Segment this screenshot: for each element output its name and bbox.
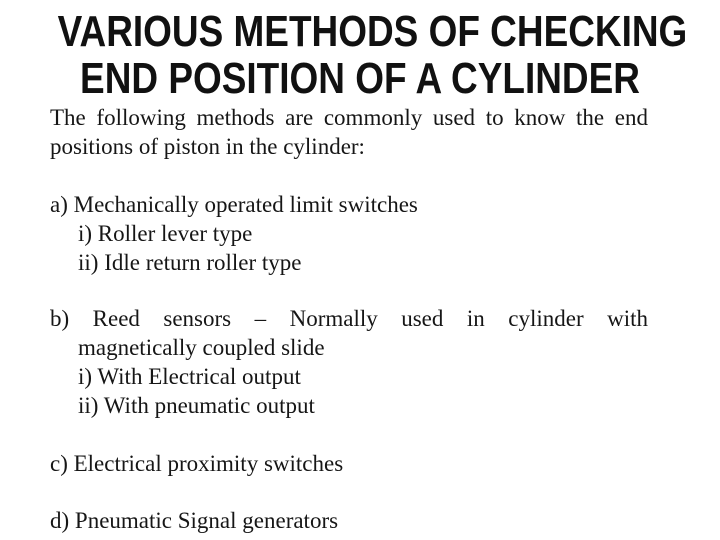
- section-d-heading: d) Pneumatic Signal generators: [50, 508, 339, 533]
- section-b-item-2: ii) With pneumatic output: [78, 393, 315, 418]
- section-b-heading-continuation: magnetically coupled slide: [78, 335, 325, 360]
- section-b-heading: b) Reed sensors – Normally used in cylin…: [50, 306, 648, 331]
- section-a-item-2: ii) Idle return roller type: [78, 250, 302, 275]
- intro-paragraph: The following methods are commonly used …: [50, 103, 648, 161]
- section-c: c) Electrical proximity switches: [50, 449, 648, 478]
- section-c-heading: c) Electrical proximity switches: [50, 451, 344, 476]
- section-d: d) Pneumatic Signal generators: [50, 506, 648, 535]
- intro-line-1: The following methods are commonly used …: [50, 105, 648, 130]
- slide-title: VARIOUS METHODS OF CHECKING END POSITION…: [0, 8, 720, 102]
- section-a-heading: a) Mechanically operated limit switches: [50, 192, 418, 217]
- section-b-item-1: i) With Electrical output: [78, 364, 301, 389]
- title-line-2: END POSITION OF A CYLINDER: [80, 54, 640, 103]
- section-a-item-1: i) Roller lever type: [78, 221, 253, 246]
- intro-line-2: positions of piston in the cylinder:: [50, 134, 365, 159]
- section-a: a) Mechanically operated limit switches …: [50, 190, 648, 277]
- title-line-1: VARIOUS METHODS OF CHECKING: [57, 7, 688, 56]
- section-b: b) Reed sensors – Normally used in cylin…: [50, 304, 648, 420]
